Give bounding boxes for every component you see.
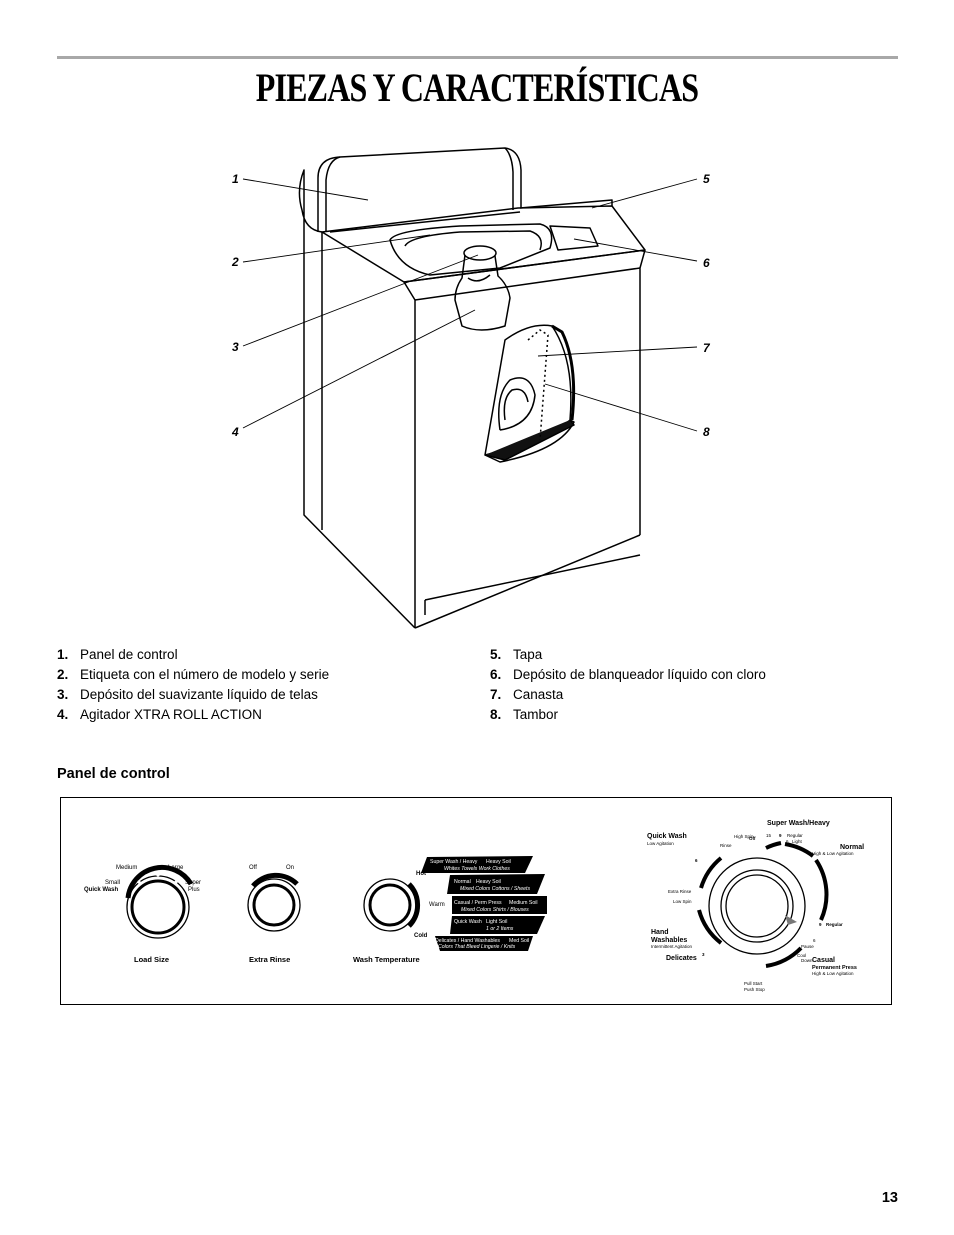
load-size-knob[interactable]: [125, 865, 194, 939]
num-15: 15: [766, 833, 772, 838]
callout-6: 6: [703, 256, 710, 270]
num-6c: 6: [813, 938, 816, 943]
band-casual-b: Medium Soil: [509, 900, 538, 906]
list-item: 8.Tambor: [490, 707, 559, 722]
label-quick-wash: Quick Wash: [84, 887, 118, 893]
callout-2: 2: [231, 255, 239, 269]
list-item: 6.Depósito de blanqueador líquido con cl…: [490, 667, 766, 682]
callout-5: 5: [703, 172, 710, 186]
page-title: PIEZAS Y CARACTERÍSTICAS: [255, 65, 699, 110]
band-super-b: Heavy Soil: [486, 859, 511, 865]
load-size-label: Load Size: [134, 955, 169, 964]
cycle-hand: Hand: [651, 929, 669, 936]
band-quick-c: 1 or 2 Items: [486, 926, 514, 932]
band-delicates-c: Colors That Bleed Lingerie / Knits: [438, 944, 516, 950]
top-rule: [57, 56, 898, 59]
band-quick-a: Quick Wash: [454, 919, 482, 925]
label-on: On: [286, 865, 294, 871]
band-delicates-b: Med Soil: [509, 938, 529, 944]
label-off: Off: [249, 865, 257, 871]
label-low-spin: Low Spin: [673, 899, 692, 904]
label-cold: Cold: [414, 933, 428, 939]
label-extra-rinse: Extra Rinse: [668, 889, 692, 894]
callout-7: 7: [703, 341, 711, 355]
band-delicates-a: Delicates / Hand Washables: [435, 938, 500, 944]
num-9b: 9: [819, 922, 822, 927]
wash-temperature-label: Wash Temperature: [353, 955, 420, 964]
cycle-perm: Permanent Press: [812, 965, 857, 971]
num-6a: 6: [786, 839, 789, 844]
wash-temperature-knob[interactable]: [363, 878, 421, 932]
cycle-quick-wash: Quick Wash: [647, 833, 687, 840]
list-item: 7.Canasta: [490, 687, 564, 702]
band-super-a: Super Wash / Heavy: [430, 859, 478, 865]
washer-illustration: 1 2 3 4 5 6 7 8: [231, 147, 711, 629]
callout-8: 8: [703, 425, 710, 439]
cycle-washables: Washables: [651, 937, 687, 944]
label-high-spin: High Spin: [734, 834, 754, 839]
label-super: Super: [185, 880, 201, 886]
cycle-dial[interactable]: [697, 841, 829, 968]
temperature-bands: Super Wash / Heavy Heavy Soil Whites Tow…: [421, 856, 547, 951]
label-light: Light: [792, 839, 803, 844]
list-item: 3.Depósito del suavizante líquido de tel…: [57, 687, 318, 702]
band-normal-a: Normal: [454, 879, 471, 885]
band-quick-b: Light Soil: [486, 919, 507, 925]
label-pause: Pause: [801, 944, 814, 949]
extra-rinse-knob[interactable]: [247, 872, 301, 932]
label-down: Down: [801, 958, 813, 963]
page-number: 13: [881, 1190, 898, 1206]
control-panel: Medium Large Small Quick Wash Super Plus…: [60, 797, 892, 1005]
list-item: 4.Agitador XTRA ROLL ACTION: [57, 707, 262, 722]
cycle-normal: Normal: [840, 844, 864, 851]
parts-list-left: 1.Panel de control 2.Etiqueta con el núm…: [57, 645, 329, 725]
label-push-stop: Push Stop: [744, 987, 765, 992]
band-super-c: Whites Towels Work Clothes: [444, 866, 510, 872]
callout-1: 1: [232, 172, 239, 186]
band-casual-a: Casual / Perm Press: [454, 900, 502, 906]
callout-3: 3: [232, 340, 239, 354]
cycle-normal-sub: High & Low Agitation: [812, 851, 854, 856]
label-cool: Cool: [797, 953, 806, 958]
cycle-low-agitation: Low Agitation: [647, 841, 674, 846]
num-6b: 6: [695, 858, 698, 863]
band-casual-c: Mixed Colors Shirts / Blouses: [461, 907, 529, 913]
label-hot: Hot: [416, 871, 426, 877]
extra-rinse-label: Extra Rinse: [249, 955, 290, 964]
callout-4: 4: [231, 425, 239, 439]
label-plus: Plus: [188, 887, 200, 893]
cycle-casual-sub: High & Low Agitation: [812, 971, 854, 976]
label-large: Large: [168, 865, 184, 871]
cycle-super-heavy: Super Wash/Heavy: [767, 820, 830, 827]
label-rinse: Rinse: [720, 843, 732, 848]
num-9a: 9: [779, 833, 782, 838]
cycle-casual: Casual: [812, 957, 835, 964]
label-regular-a: Regular: [787, 833, 803, 838]
band-normal-c: Mixed Colors Cottons / Sheets: [460, 886, 530, 892]
label-medium: Medium: [116, 865, 137, 871]
label-off: Off: [749, 836, 756, 841]
label-regular-b: Regular: [826, 922, 843, 927]
label-small: Small: [105, 880, 120, 886]
list-item: 2.Etiqueta con el número de modelo y ser…: [57, 667, 330, 682]
cycle-intermittent: Intermittent Agitation: [651, 944, 693, 949]
num-3: 3: [702, 952, 705, 957]
label-pull-start: Pull Start: [744, 981, 763, 986]
parts-list-right: 5.Tapa 6.Depósito de blanqueador líquido…: [490, 645, 766, 725]
list-item: 1.Panel de control: [57, 647, 178, 662]
cycle-delicates: Delicates: [666, 955, 697, 962]
band-normal-b: Heavy Soil: [476, 879, 501, 885]
label-warm: Warm: [429, 902, 445, 908]
list-item: 5.Tapa: [490, 647, 543, 662]
section-heading: Panel de control: [57, 766, 170, 782]
